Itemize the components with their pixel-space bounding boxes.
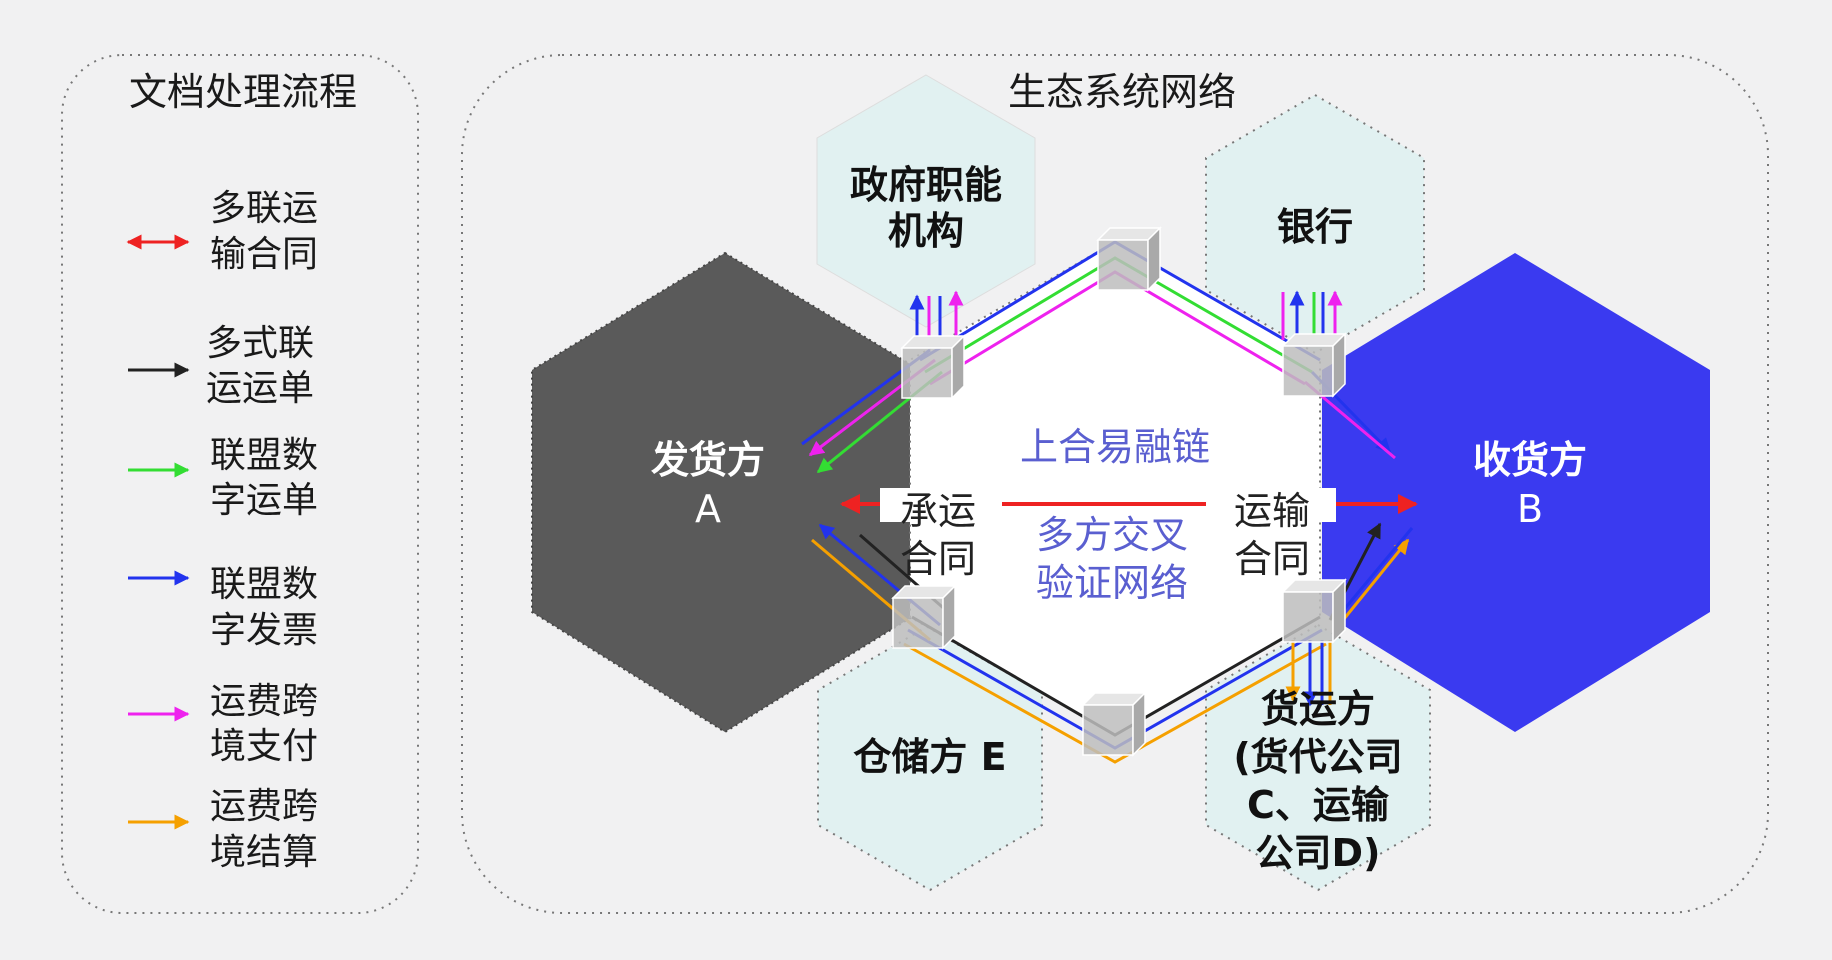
shipper-label-line2: A [695, 487, 721, 531]
legend-item-digital-waybill: 联盟数 字运单 [128, 435, 318, 521]
contract-left-bg [880, 488, 980, 522]
cube-upper-left [900, 334, 966, 400]
legend-label-line1: 联盟数 [210, 435, 318, 476]
forwarder-label-line4: 公司D) [1256, 831, 1381, 875]
legend-panel [61, 54, 419, 914]
forwarder-arrows [1285, 640, 1332, 707]
contract-right-bg [1206, 488, 1336, 522]
center-sub-line2: 验证网络 [1036, 561, 1188, 605]
block-cubes [891, 226, 1347, 757]
consignee-label-line1: 收货方 [1473, 438, 1587, 482]
legend-item-freight-payment: 运费跨 境支付 [128, 681, 318, 767]
forwarder-label-line3: C、运输 [1247, 783, 1390, 827]
center-title: 上合易融链 [1020, 425, 1210, 469]
legend-label-line1: 多联运 [210, 188, 318, 229]
cube-upper-right [1281, 332, 1347, 398]
bank-hex [1205, 93, 1425, 355]
legend-item-freight-settlement: 运费跨 境结算 [128, 786, 318, 873]
center-sub-line1: 多方交叉 [1036, 513, 1188, 557]
cube-lower-right [1281, 578, 1347, 644]
gov-label-line1: 政府职能 [850, 163, 1002, 207]
shipper-label-line1: 发货方 [651, 438, 765, 482]
contract-left-line2: 合同 [900, 537, 976, 581]
contract-right-line1: 运输 [1234, 489, 1310, 533]
legend-label-line1: 运费跨 [210, 786, 318, 827]
center-hex [909, 240, 1321, 737]
bank-arrows [1281, 290, 1343, 340]
forwarder-hex [1205, 623, 1431, 892]
legend-label-line2: 字发票 [210, 610, 318, 651]
legend-label-line2: 境支付 [210, 726, 318, 767]
bank-label: 银行 [1277, 205, 1353, 249]
contract-right-line2: 合同 [1234, 537, 1310, 581]
cube-bottom [1081, 691, 1147, 757]
gov-hex [816, 74, 1036, 328]
warehouse-label: 仓储方 E [853, 735, 1006, 779]
gov-label-line2: 机构 [888, 209, 964, 253]
consignee-hex [1322, 253, 1710, 732]
legend-label-line1: 联盟数 [210, 564, 318, 605]
forwarder-label-line2: (货代公司 [1233, 735, 1402, 779]
legend-label-line2: 境结算 [210, 832, 318, 873]
legend-title: 文档处理流程 [129, 70, 357, 114]
cube-lower-left [891, 584, 957, 650]
legend-item-multimodal-contract: 多联运 输合同 [126, 188, 318, 275]
legend-item-digital-invoice: 联盟数 字发票 [128, 564, 318, 651]
legend-label-line1: 多式联 [206, 323, 314, 364]
legend-label-line2: 字运单 [210, 480, 318, 521]
legend-label-line1: 运费跨 [210, 681, 318, 722]
ecosystem-title: 生态系统网络 [1008, 70, 1236, 114]
legend-label-line2: 运运单 [206, 368, 314, 409]
legend: 多联运 输合同 多式联 运运单 联盟数 字运单 联盟数 字发票 运费跨 境支付 … [126, 188, 318, 873]
cube-top [1096, 226, 1162, 292]
contract-left-line1: 承运 [900, 489, 976, 533]
legend-item-multimodal-waybill: 多式联 运运单 [128, 323, 314, 409]
consignee-label-line2: B [1517, 487, 1543, 531]
shipper-hex [531, 251, 921, 734]
legend-label-line2: 输合同 [210, 234, 318, 275]
forwarder-label-line1: 货运方 [1261, 687, 1375, 731]
ecosystem-panel [461, 54, 1769, 914]
